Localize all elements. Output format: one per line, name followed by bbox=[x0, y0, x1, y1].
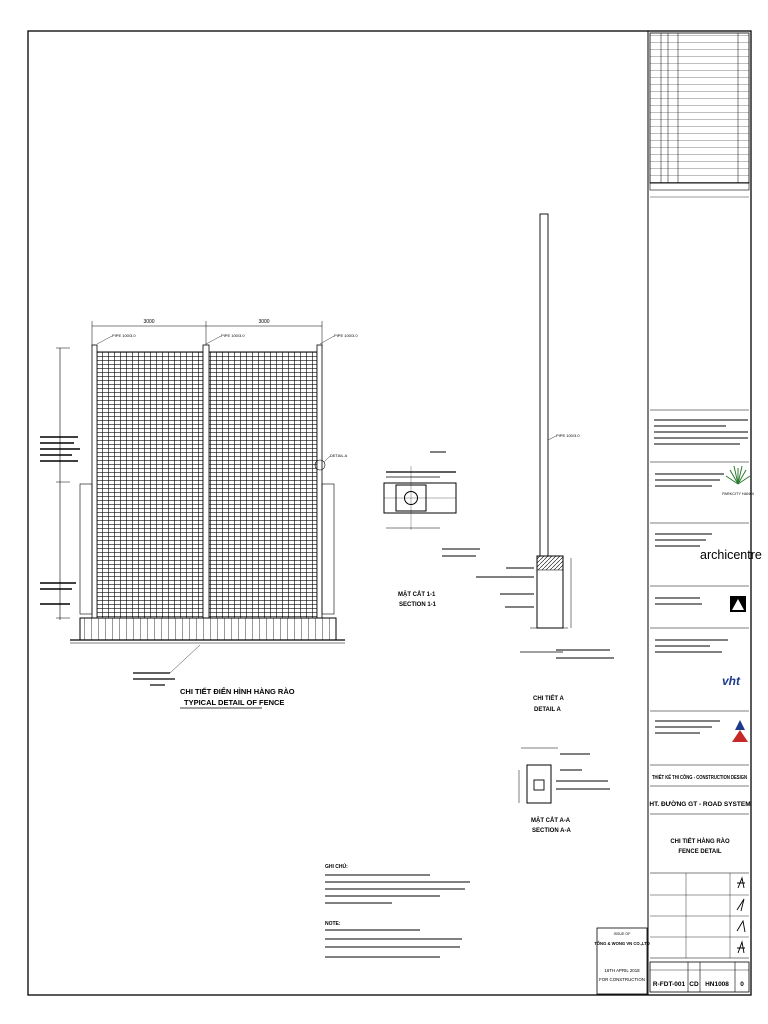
notes-heading-en: NOTE: bbox=[325, 921, 341, 927]
stamp-date: 16TH APRIL 2018 bbox=[604, 968, 640, 973]
detail-a-post bbox=[539, 213, 549, 557]
sheet-border bbox=[27, 30, 752, 996]
detail-a-pipe-label: PIPE 100/3.0 bbox=[556, 433, 580, 438]
mesh-panel-left bbox=[96, 351, 204, 619]
post-left bbox=[91, 344, 98, 626]
post-mid bbox=[202, 344, 210, 626]
section-1-1-title-en: SECTION 1-1 bbox=[399, 602, 437, 608]
mesh-panel-right bbox=[208, 351, 318, 619]
section-a-a-title-en: SECTION A-A bbox=[532, 828, 571, 834]
fence-elevation: 3000 3000 PIPE 100/3.0 PIPE 100/3.0 PIPE… bbox=[40, 319, 358, 709]
consultant-3-logo-icon bbox=[732, 720, 748, 742]
detail-a-title-en: DETAIL A bbox=[534, 707, 562, 713]
section-a-a-title-vn: MẶT CẮT A-A bbox=[531, 816, 571, 824]
drawing-title-vn: CHI TIẾT HÀNG RÀO bbox=[670, 838, 730, 845]
notes-block: GHI CHÚ: NOTE: bbox=[325, 863, 470, 958]
post-tag-left: PIPE 100/3.0 bbox=[112, 333, 136, 338]
notes-heading-vn: GHI CHÚ: bbox=[325, 863, 348, 870]
drawing-number: R-FDT-001 bbox=[653, 981, 686, 988]
client-logo-text: PARKCITY HANOI bbox=[722, 492, 754, 496]
title-block: PARKCITY HANOI archicentre vht bbox=[649, 32, 762, 993]
detail-a-callout: DETAIL A bbox=[330, 453, 347, 458]
issue-stamp: ISSUE OF TỔNG & WONG VN CO.,LTD 16TH APR… bbox=[594, 927, 650, 995]
section-1-1: MẶT CẮT 1-1 SECTION 1-1 bbox=[383, 451, 480, 608]
stamp-company: TỔNG & WONG VN CO.,LTD bbox=[594, 941, 650, 946]
post-tag-mid: PIPE 100/3.0 bbox=[221, 333, 245, 338]
project-number: HN1008 bbox=[705, 981, 729, 988]
elevation-title-en: TYPICAL DETAIL OF FENCE bbox=[184, 698, 284, 707]
parkcity-logo-icon bbox=[725, 465, 751, 485]
project-system: HT. ĐƯỜNG GT - ROAD SYSTEM bbox=[649, 799, 750, 808]
section-1-1-title-vn: MẶT CẮT 1-1 bbox=[398, 590, 436, 598]
elevation-title-vn: CHI TIẾT ĐIỂN HÌNH HÀNG RÀO bbox=[180, 686, 295, 696]
post-tag-right: PIPE 100/3.0 bbox=[334, 333, 358, 338]
vht-logo: vht bbox=[722, 674, 741, 688]
revision-number: 0 bbox=[740, 981, 744, 988]
dim-bay-left: 3000 bbox=[143, 319, 154, 325]
stamp-issued-by: ISSUE OF bbox=[614, 932, 632, 936]
base-wall bbox=[79, 617, 337, 641]
stage-title: THIẾT KẾ THI CÔNG - CONSTRUCTION DESIGN bbox=[652, 773, 747, 781]
detail-a: PIPE 100/3.0 CHI TIẾT A DETAIL A bbox=[476, 213, 614, 713]
revision-table bbox=[649, 32, 750, 184]
left-annotation-lines bbox=[40, 436, 80, 605]
section-a-a: MẶT CẮT A-A SECTION A-A bbox=[518, 747, 610, 834]
drawing-code: CD bbox=[689, 981, 699, 988]
detail-a-title-vn: CHI TIẾT A bbox=[533, 695, 564, 702]
post-right bbox=[316, 344, 323, 626]
architect-logo: archicentre bbox=[700, 548, 762, 562]
stamp-status: FOR CONSTRUCTION bbox=[599, 977, 645, 982]
drawing-title-en: FENCE DETAIL bbox=[678, 849, 722, 855]
dim-bay-right: 3000 bbox=[258, 319, 269, 325]
